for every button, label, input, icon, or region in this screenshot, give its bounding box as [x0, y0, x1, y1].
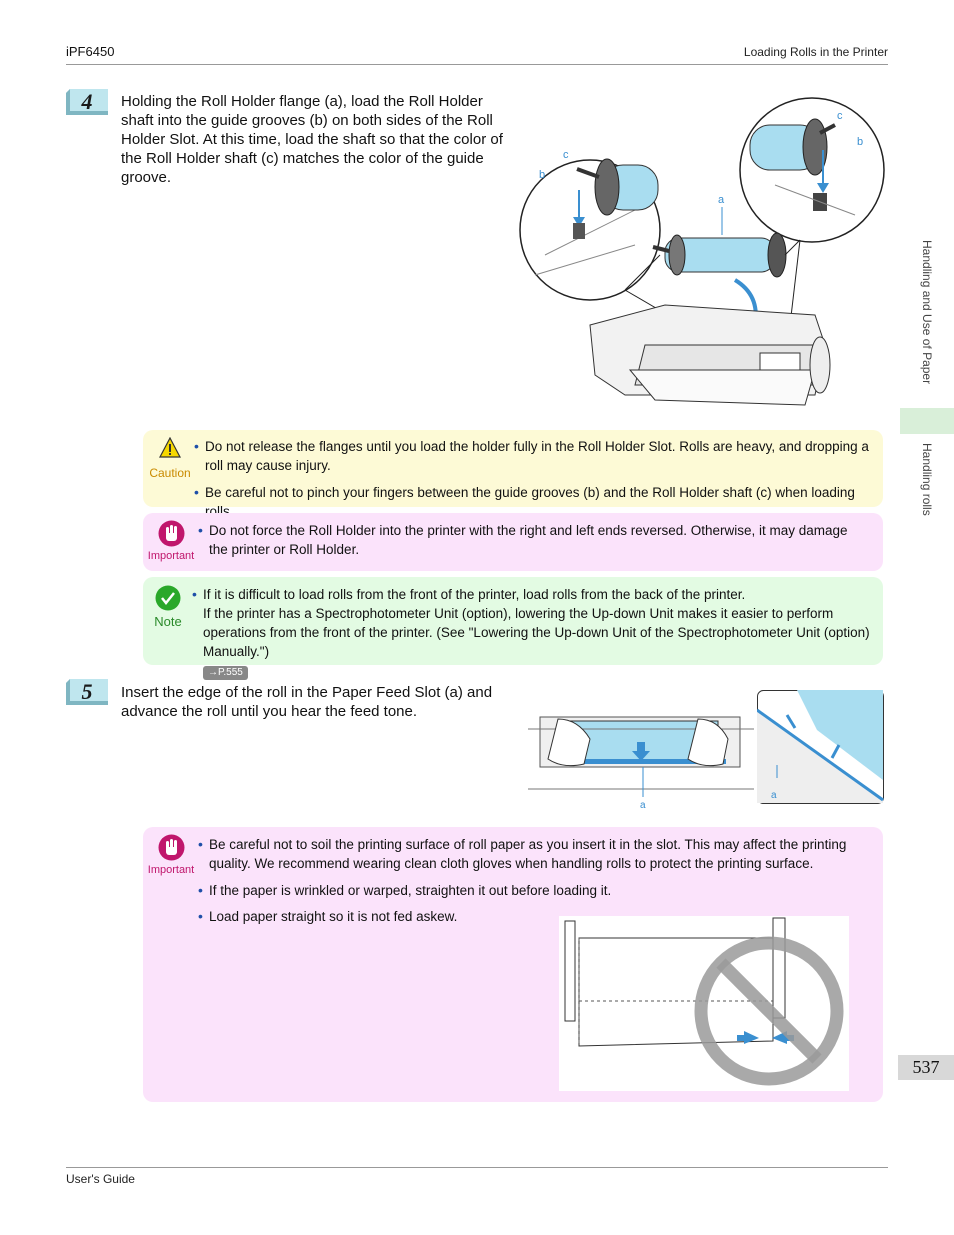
- label-c-left: c: [563, 149, 569, 161]
- note-label: Note: [154, 614, 182, 629]
- caution-label: Caution: [149, 466, 191, 480]
- label-a: a: [718, 194, 725, 206]
- note-item-1: •If it is difficult to load rolls from t…: [192, 586, 870, 680]
- step-4-number: 4: [81, 89, 93, 114]
- important-1-item-1: •Do not force the Roll Holder into the p…: [198, 522, 848, 557]
- step-4-text: Holding the Roll Holder flange (a), load…: [121, 93, 503, 186]
- important-hand-icon: [158, 520, 185, 547]
- page-ref-link[interactable]: →P.555: [203, 666, 248, 680]
- side-topic: Handling rolls: [920, 443, 934, 516]
- footer-guide: User's Guide: [66, 1172, 135, 1186]
- side-tab-marker: [900, 408, 954, 434]
- header-divider: [66, 64, 888, 65]
- prohibited-icon: [694, 936, 844, 1086]
- detail-label-a: a: [771, 790, 777, 801]
- label-c-right: c: [837, 110, 843, 122]
- side-chapter: Handling and Use of Paper: [920, 240, 934, 385]
- page-number: 537: [898, 1055, 954, 1080]
- note-check-icon: [155, 585, 181, 611]
- important-2-item-3: •Load paper straight so it is not fed as…: [198, 908, 458, 924]
- paper-feed-detail-figure: a: [757, 690, 884, 804]
- step-5-number: 5: [81, 679, 93, 704]
- header-model: iPF6450: [66, 44, 115, 59]
- step-5-text: Insert the edge of the roll in the Paper…: [121, 684, 493, 720]
- feed-label-a: a: [640, 800, 646, 811]
- askew-paper-figure: [559, 916, 849, 1091]
- important-2-item-1: •Be careful not to soil the printing sur…: [198, 836, 847, 871]
- label-b-left: b: [539, 169, 545, 181]
- important-label-1: Important: [147, 550, 195, 562]
- important-hand-icon: [158, 834, 185, 861]
- important-label-2: Important: [147, 864, 195, 876]
- step-4-badge: 4: [66, 89, 108, 115]
- caution-triangle-icon: [159, 437, 181, 458]
- header-section: Loading Rolls in the Printer: [743, 45, 888, 59]
- roll-holder-loading-figure: c b c b a: [519, 97, 885, 406]
- footer-divider: [66, 1167, 888, 1168]
- important-2-item-2: •If the paper is wrinkled or warped, str…: [198, 882, 612, 898]
- caution-box: [143, 430, 883, 507]
- paper-feed-figure: a: [528, 716, 754, 811]
- important-box-1: [143, 513, 883, 571]
- caution-item-1: •Do not release the flanges until you lo…: [194, 438, 869, 473]
- label-b-right: b: [857, 136, 863, 148]
- note-box: [143, 577, 883, 665]
- step-5-badge: 5: [66, 679, 108, 705]
